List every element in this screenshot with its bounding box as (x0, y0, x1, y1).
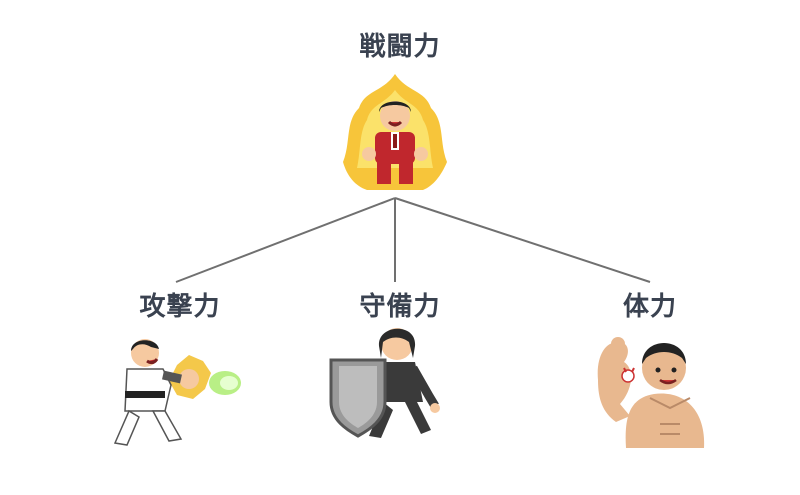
karate-fighter-illustration (113, 339, 241, 446)
connector-line-stamina (394, 197, 651, 283)
power-aura-illustration (343, 74, 447, 190)
child-label-attack: 攻撃力 (139, 292, 221, 322)
muscular-man-illustration (597, 337, 705, 448)
connector-line-attack (175, 197, 396, 283)
child-label-defense: 守備力 (359, 292, 441, 322)
shield-bearer-illustration (329, 328, 440, 438)
root-label: 戦闘力 (359, 32, 441, 62)
child-label-stamina: 体力 (622, 292, 677, 322)
